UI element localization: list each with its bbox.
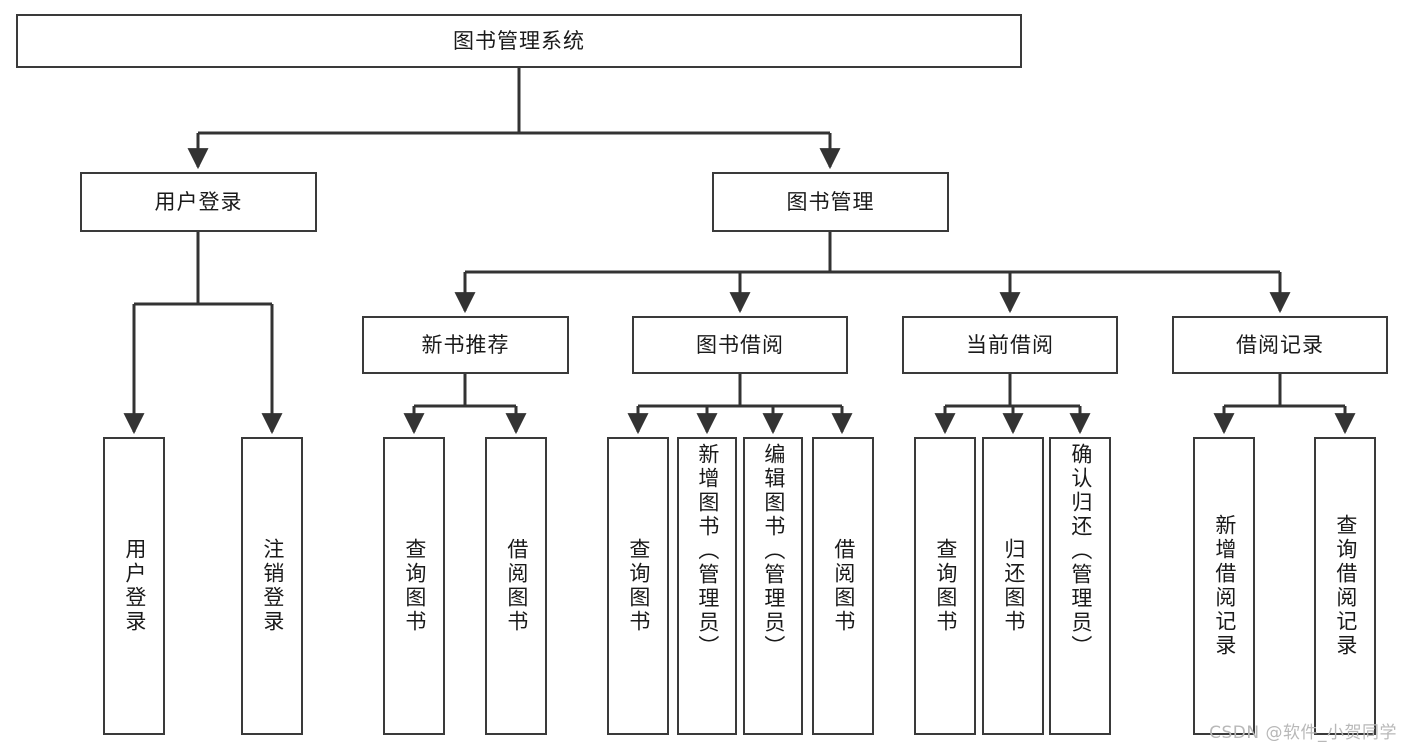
- node-label: 用户登录: [122, 538, 147, 634]
- node-label: 借阅记录: [1236, 332, 1324, 357]
- node-label: 查询图书: [626, 538, 651, 634]
- node-label: 用户登录: [154, 189, 243, 214]
- node-new-book-recommend[interactable]: 新书推荐: [362, 316, 569, 374]
- node-book-borrow[interactable]: 图书借阅: [632, 316, 848, 374]
- node-leaf-add-book[interactable]: 新增图书（管理员）: [677, 437, 737, 735]
- node-leaf-query-book-2[interactable]: 查询图书: [607, 437, 669, 735]
- node-label: 编辑图书（管理员）: [761, 443, 786, 659]
- node-label: 借阅图书: [831, 538, 856, 634]
- node-label: 新书推荐: [421, 332, 510, 357]
- node-label: 图书管理: [786, 189, 875, 214]
- node-leaf-query-book-1[interactable]: 查询图书: [383, 437, 445, 735]
- node-label: 图书借阅: [696, 332, 784, 357]
- node-leaf-confirm-return[interactable]: 确认归还（管理员）: [1049, 437, 1111, 735]
- node-root-book-management-system[interactable]: 图书管理系统: [16, 14, 1022, 68]
- node-label: 注销登录: [260, 538, 285, 634]
- node-label: 新增图书（管理员）: [695, 443, 720, 659]
- node-leaf-query-record[interactable]: 查询借阅记录: [1314, 437, 1376, 735]
- node-label: 查询借阅记录: [1333, 514, 1358, 658]
- node-leaf-logout-login[interactable]: 注销登录: [241, 437, 303, 735]
- node-current-borrow[interactable]: 当前借阅: [902, 316, 1118, 374]
- node-label: 归还图书: [1001, 538, 1026, 634]
- node-borrow-record[interactable]: 借阅记录: [1172, 316, 1388, 374]
- node-label: 确认归还（管理员）: [1068, 443, 1093, 659]
- node-leaf-borrow-book-2[interactable]: 借阅图书: [812, 437, 874, 735]
- node-leaf-user-login[interactable]: 用户登录: [103, 437, 165, 735]
- node-leaf-return-book[interactable]: 归还图书: [982, 437, 1044, 735]
- node-label: 当前借阅: [966, 332, 1054, 357]
- node-leaf-borrow-book-1[interactable]: 借阅图书: [485, 437, 547, 735]
- node-leaf-query-book-3[interactable]: 查询图书: [914, 437, 976, 735]
- node-label: 借阅图书: [504, 538, 529, 634]
- node-label: 查询图书: [402, 538, 427, 634]
- node-user-login[interactable]: 用户登录: [80, 172, 317, 232]
- node-label: 查询图书: [933, 538, 958, 634]
- node-book-manage[interactable]: 图书管理: [712, 172, 949, 232]
- node-label: 图书管理系统: [453, 28, 585, 53]
- node-label: 新增借阅记录: [1212, 514, 1237, 658]
- node-leaf-add-record[interactable]: 新增借阅记录: [1193, 437, 1255, 735]
- node-leaf-edit-book[interactable]: 编辑图书（管理员）: [743, 437, 803, 735]
